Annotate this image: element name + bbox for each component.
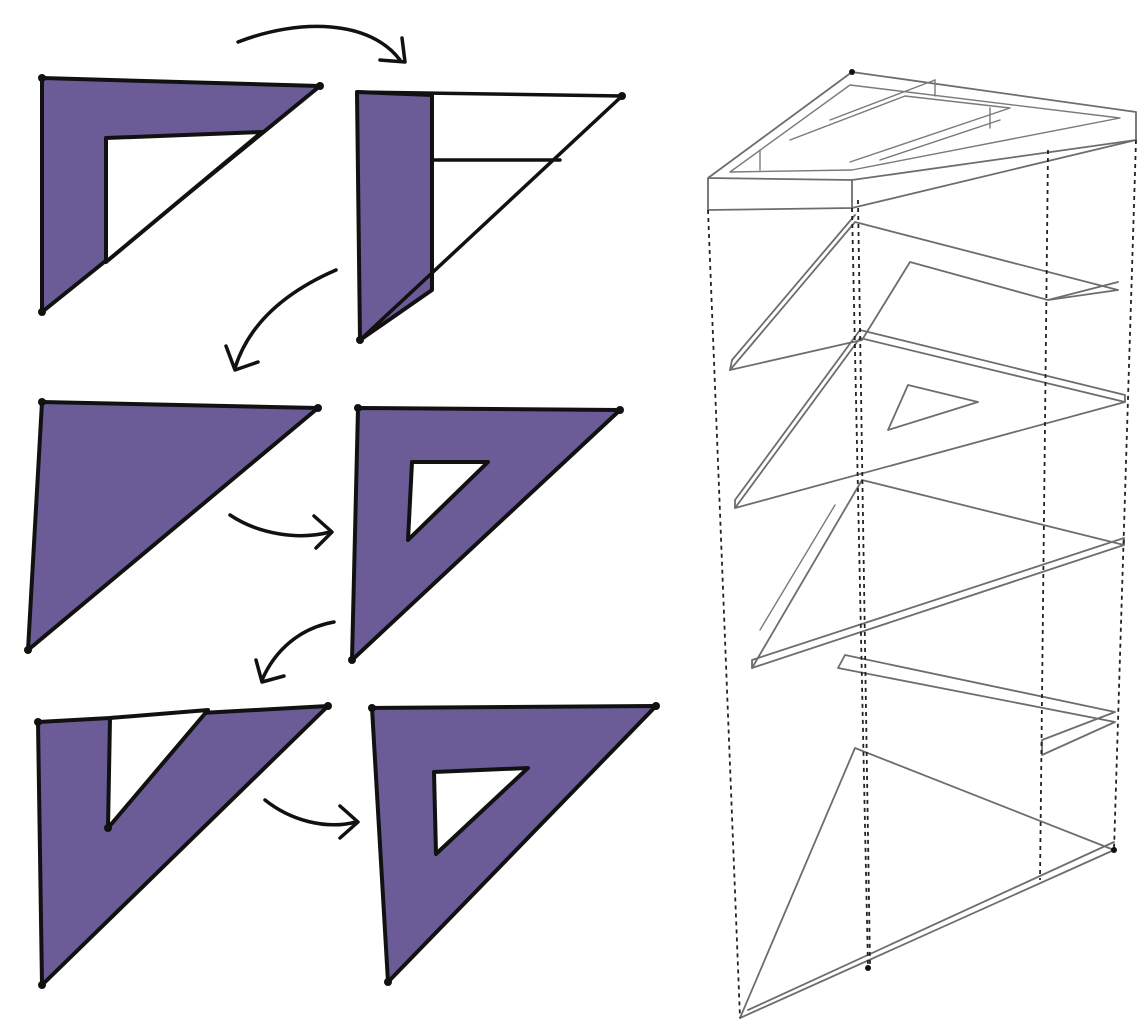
layer-4 [838, 655, 1115, 755]
arrow-icon [256, 622, 334, 682]
layer-2 [735, 330, 1125, 508]
triangle-variant-4 [348, 404, 624, 664]
arrow-icon [238, 26, 405, 62]
triangle-variant-1 [38, 74, 324, 316]
layer-5 [740, 748, 1114, 1018]
triangle-variant-5 [34, 702, 332, 989]
layer-3 [752, 480, 1124, 668]
triangle-variant-6 [368, 702, 660, 986]
arrow-icon [265, 800, 358, 838]
dashed-guides [708, 140, 1136, 1018]
arrow-icon [230, 515, 332, 548]
triangle-variant-3 [24, 398, 322, 654]
exploded-axonometric [708, 69, 1136, 1018]
assembled-frame [708, 72, 1136, 210]
layer-1 [730, 215, 1118, 370]
marker-sketches [24, 26, 660, 989]
triangle-variant-2 [356, 92, 626, 344]
arrow-icon [226, 270, 336, 370]
